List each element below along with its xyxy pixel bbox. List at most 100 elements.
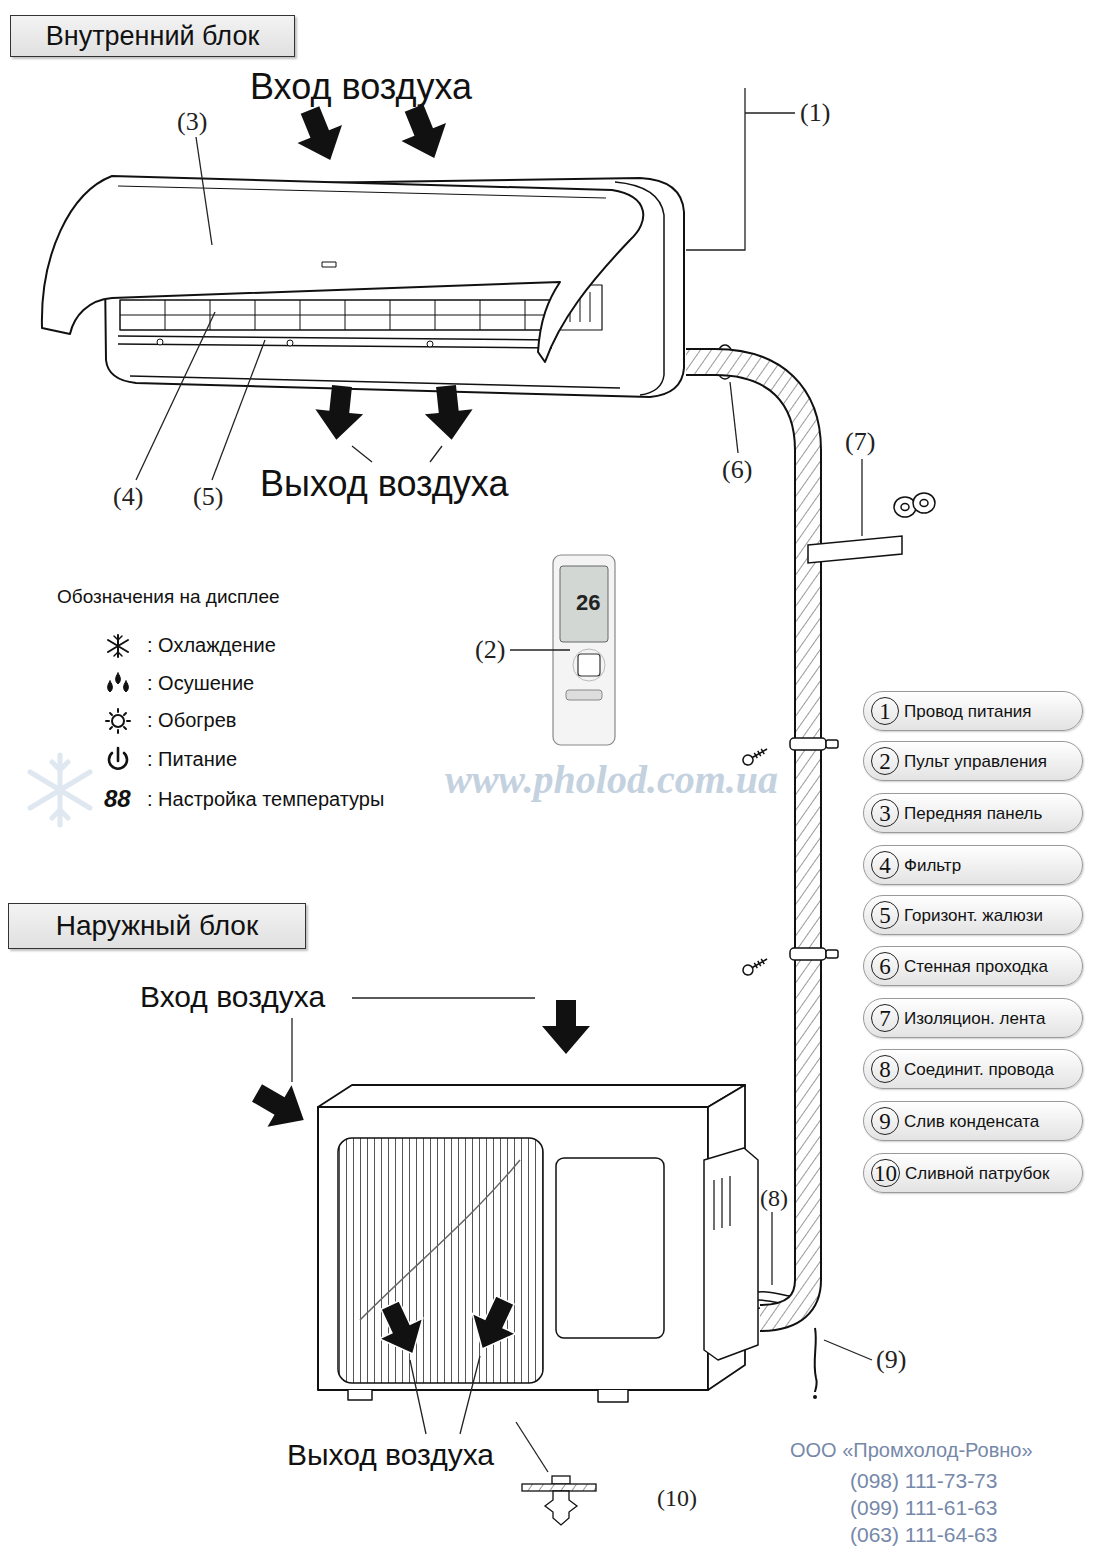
unit-heading-box: Наружный блок [8, 903, 306, 949]
leader-line [212, 340, 265, 480]
remote-control [578, 654, 600, 676]
outdoor-unit [556, 1158, 664, 1338]
indoor-unit [427, 341, 433, 347]
drain-nipple [522, 1476, 596, 1525]
air-flow-arrow [392, 99, 457, 167]
insulation-tape [808, 493, 935, 563]
air-flow-arrow [245, 1072, 316, 1141]
refrigerant-pipe [813, 1395, 817, 1399]
leader-line [516, 1422, 548, 1472]
display-symbol [106, 635, 130, 769]
air-flow-arrow [460, 1290, 526, 1359]
outdoor-unit [704, 1148, 758, 1360]
leader-line [771, 1212, 772, 1285]
air-flow-label: Выход воздуха [287, 1440, 494, 1470]
refrigerant-pipe [686, 345, 817, 1399]
key-pill: 3Передняя панель [863, 793, 1083, 833]
callout-number: 9 [871, 1107, 899, 1135]
refrigerant-pipe [815, 1328, 817, 1392]
key-pill: 9Слив конденсата [863, 1101, 1083, 1141]
insulation-tape [808, 536, 902, 563]
insulation-tape [920, 500, 928, 507]
key-pill: 7Изоляцион. лента [863, 998, 1083, 1038]
pipe-clamp [790, 948, 826, 960]
display-symbol [114, 636, 122, 656]
phone-number: (099) 111-61-63 [850, 1497, 997, 1518]
leader-line [730, 382, 738, 453]
part-name: Соединит. провода [904, 1061, 1054, 1078]
leader-line [196, 137, 212, 245]
air-flow-arrow [422, 383, 475, 442]
remote-control [560, 566, 608, 642]
watermark-snowflake [30, 755, 90, 825]
callout-number: 6 [871, 952, 899, 980]
part-name: Горизонт. жалюзи [904, 907, 1043, 924]
callout-number: (4) [113, 484, 143, 510]
unit-heading-box: Внутренний блок [10, 15, 295, 57]
indoor-unit [322, 262, 336, 267]
key-pill: 10 Сливной патрубок [863, 1153, 1083, 1193]
outdoor-unit [318, 1085, 745, 1107]
indoor-unit [42, 176, 643, 362]
outdoor-unit [348, 1390, 628, 1402]
callout-number: (10) [657, 1486, 697, 1510]
display-symbol [112, 715, 124, 727]
legend-text: : Настройка температуры [147, 789, 384, 809]
part-name: Пульт управления [904, 753, 1047, 770]
pipe-clamp [790, 738, 826, 750]
pipe-clamp [741, 963, 755, 977]
heading-text: Наружный блок [56, 912, 258, 940]
insulation-tape [901, 504, 909, 511]
part-name: Сливной патрубок [905, 1165, 1049, 1182]
outdoor-unit [318, 1085, 758, 1402]
display-symbol [117, 748, 120, 761]
air-flow-label: Выход воздуха [260, 466, 508, 502]
callout-number: (5) [193, 484, 223, 510]
callout-number: 4 [871, 851, 899, 879]
pipe-clamp [826, 740, 838, 748]
pipe-clamp [751, 956, 769, 970]
outdoor-unit [714, 1176, 730, 1230]
legend-text: : Питание [147, 749, 237, 769]
callout-number: (8) [760, 1186, 788, 1210]
part-name: Фильтр [904, 857, 961, 874]
indoor-unit [118, 186, 606, 198]
air-flow-arrow [542, 1000, 590, 1054]
remote-control [573, 649, 605, 681]
pipe-clamp [741, 955, 769, 977]
legend-text: : Осушение [147, 673, 254, 693]
callout-number: (6) [722, 457, 752, 483]
leader-line [861, 459, 862, 536]
leader-line [824, 1340, 872, 1360]
indoor-unit [42, 176, 684, 397]
key-pill: 2Пульт управления [863, 741, 1083, 781]
leader-line [510, 649, 570, 650]
callout-number: 5 [871, 901, 899, 929]
heading-text: Внутренний блок [46, 23, 259, 50]
air-flow-label: Вход воздуха [250, 69, 472, 105]
air-flow-arrow [288, 101, 353, 169]
display-reading: 26 [576, 592, 600, 614]
callout-number: (2) [475, 637, 505, 663]
leader-line [686, 88, 795, 250]
drain-nipple [552, 1476, 570, 1484]
indoor-unit [287, 340, 293, 346]
part-name: Изоляцион. лента [904, 1010, 1045, 1027]
leader-line [352, 997, 535, 998]
pipe-clamp [751, 746, 769, 760]
insulation-tape [913, 493, 935, 513]
legend-text: : Обогрев [147, 710, 236, 730]
legend-heading: Обозначения на дисплее [57, 587, 280, 606]
indoor-unit [120, 300, 550, 330]
key-pill: 5 Горизонт. жалюзи [863, 895, 1083, 935]
indoor-unit [130, 376, 620, 388]
display-symbol [106, 709, 130, 733]
air-flow-arrow [368, 1290, 527, 1364]
leader-line [136, 312, 215, 480]
callout-number: 10 [871, 1159, 900, 1187]
air-flow-arrow [368, 1295, 434, 1364]
phone-number: (098) 111-73-73 [850, 1470, 997, 1491]
callout-number: (1) [800, 100, 830, 126]
legend-text: : Охлаждение [147, 635, 276, 655]
watermark-snowflake [52, 762, 68, 818]
